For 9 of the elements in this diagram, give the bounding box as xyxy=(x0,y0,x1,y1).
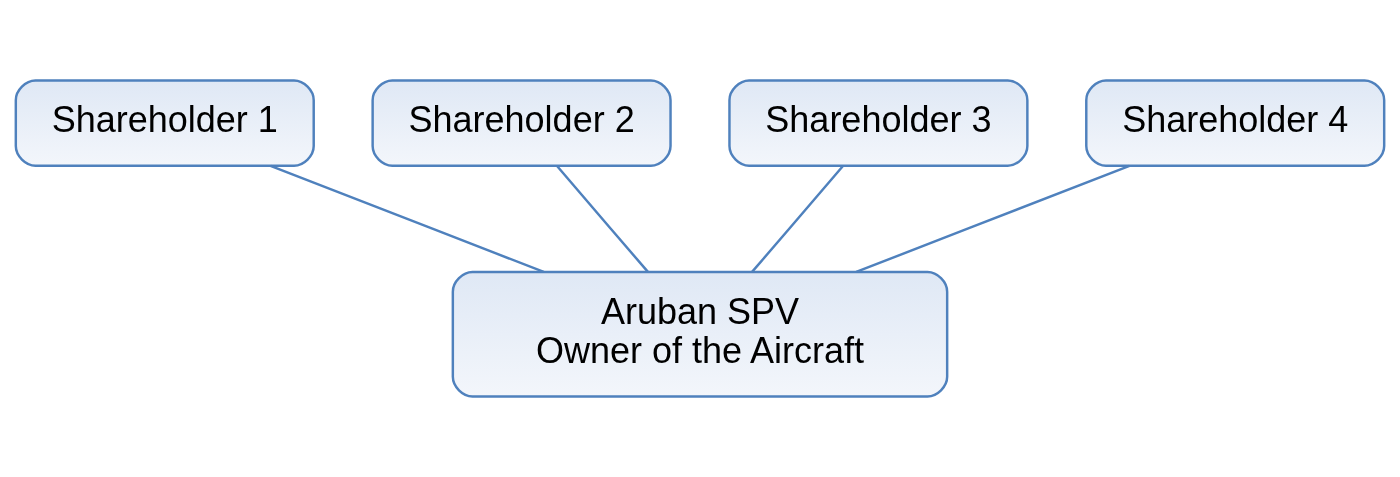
connector xyxy=(855,164,1130,274)
connector xyxy=(555,165,649,273)
node-box: Aruban SPV Owner of the Aircraft xyxy=(451,270,949,398)
connector xyxy=(270,164,545,274)
node-box: Shareholder 4 xyxy=(1085,79,1386,167)
node-box: Shareholder 2 xyxy=(371,79,672,167)
connector xyxy=(751,165,845,273)
node-box: Shareholder 1 xyxy=(14,79,315,167)
node-box: Shareholder 3 xyxy=(728,79,1029,167)
